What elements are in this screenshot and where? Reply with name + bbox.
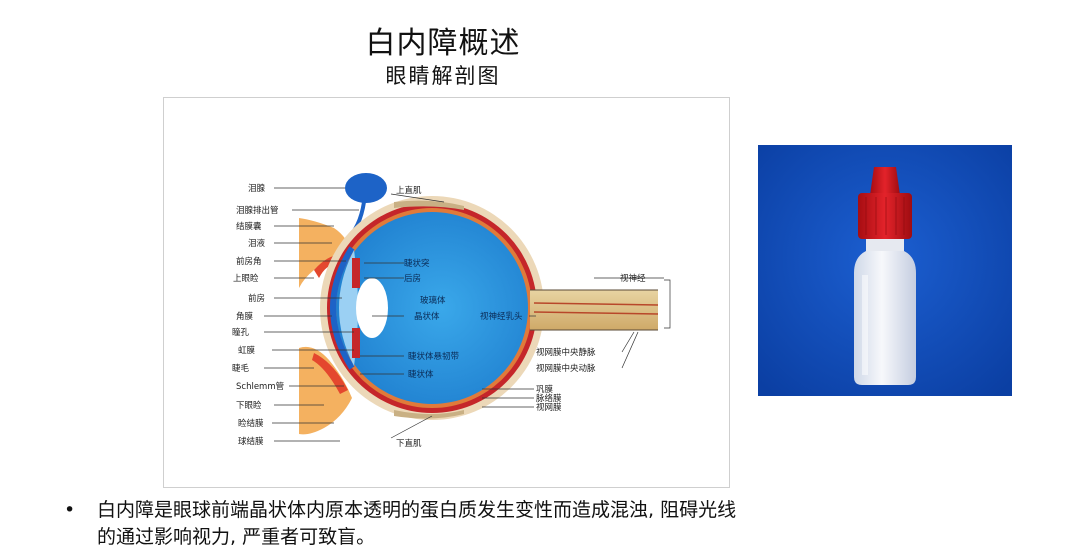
bottle-body — [854, 251, 916, 385]
iris-bottom — [352, 328, 360, 358]
iris-top — [352, 258, 360, 288]
label-central-retinal-vein: 视网膜中央静脉 — [536, 347, 596, 358]
central-vessels — [533, 302, 659, 315]
label-choroid: 脉络膜 — [536, 393, 562, 404]
inferior-rectus — [394, 410, 464, 419]
left-leaders — [264, 187, 359, 442]
slide-subtitle: 眼睛解剖图 — [385, 64, 501, 88]
label-retina: 视网膜 — [536, 402, 562, 413]
upper-eyelid — [299, 218, 354, 288]
label-pupil: 瞳孔 — [232, 327, 250, 338]
bottle-cap-tip — [870, 167, 900, 195]
bullet-text: 白内障是眼球前端晶状体内原本透明的蛋白质发生变性而造成混浊, 阻碍光线 的通过影… — [97, 497, 837, 551]
slide-title: 白内障概述 — [365, 26, 521, 61]
label-lacrimal-gland: 泪腺 — [248, 183, 266, 194]
label-ciliary-process: 睫状突 — [404, 258, 430, 269]
right-leaders — [360, 193, 671, 439]
optic-nerve — [530, 290, 658, 330]
label-lower-eyelid: 下眼睑 — [236, 400, 262, 411]
bottle-neck — [866, 239, 904, 251]
label-posterior-chamber: 后房 — [404, 273, 421, 284]
label-eyelashes: 睫毛 — [232, 363, 250, 374]
label-ciliary-body: 睫状体 — [408, 369, 434, 380]
label-central-retinal-artery: 视网膜中央动脉 — [536, 363, 596, 374]
bullet-marker: • — [64, 499, 76, 521]
label-lens: 晶状体 — [414, 311, 440, 322]
label-upper-eyelid: 上眼睑 — [233, 273, 259, 284]
label-anterior-chamber: 前房 — [248, 293, 265, 304]
bottle-highlight — [862, 275, 868, 375]
label-vitreous: 玻璃体 — [420, 295, 446, 306]
label-chamber-angle: 前房角 — [236, 256, 262, 267]
label-tears: 泪液 — [248, 238, 266, 249]
lower-eyelid-inner — [312, 353, 348, 394]
label-cornea: 角膜 — [236, 311, 254, 322]
label-iris: 虹膜 — [238, 345, 256, 356]
label-superior-rectus: 上直肌 — [396, 185, 422, 196]
lower-eyelid — [299, 346, 352, 435]
eye-drop-bottle-photo — [758, 145, 1012, 396]
label-inferior-rectus: 下直肌 — [396, 438, 422, 449]
superior-rectus — [394, 200, 464, 210]
label-optic-disc: 视神经乳头 — [480, 311, 523, 322]
label-conjunctival-sac: 结膜囊 — [236, 221, 262, 232]
label-optic-nerve: 视神经 — [620, 273, 646, 284]
eye-drop-bottle-illustration — [758, 145, 1012, 396]
bottle-cap — [858, 193, 912, 239]
label-palpebral-conjunctiva: 睑结膜 — [238, 418, 264, 429]
label-sclera: 巩膜 — [536, 384, 554, 395]
label-bulbar-conjunctiva: 球结膜 — [238, 436, 264, 447]
eye-anatomy-illustration: 泪腺 泪腺排出管 结膜囊 泪液 前房角 上眼睑 前房 角膜 瞳孔 虹膜 睫毛 S… — [232, 173, 671, 449]
bullet-line-1: 白内障是眼球前端晶状体内原本透明的蛋白质发生变性而造成混浊, 阻碍光线 — [97, 499, 737, 521]
label-lacrimal-duct: 泪腺排出管 — [236, 205, 279, 216]
lacrimal-gland — [345, 173, 387, 203]
lens — [356, 278, 388, 338]
bullet-line-2: 的通过影响视力, 严重者可致盲。 — [97, 526, 376, 548]
label-zonule: 睫状体悬韧带 — [408, 351, 460, 362]
eye-anatomy-diagram: 泪腺 泪腺排出管 结膜囊 泪液 前房角 上眼睑 前房 角膜 瞳孔 虹膜 睫毛 S… — [163, 97, 730, 488]
label-schlemm-canal: Schlemm管 — [236, 381, 284, 392]
